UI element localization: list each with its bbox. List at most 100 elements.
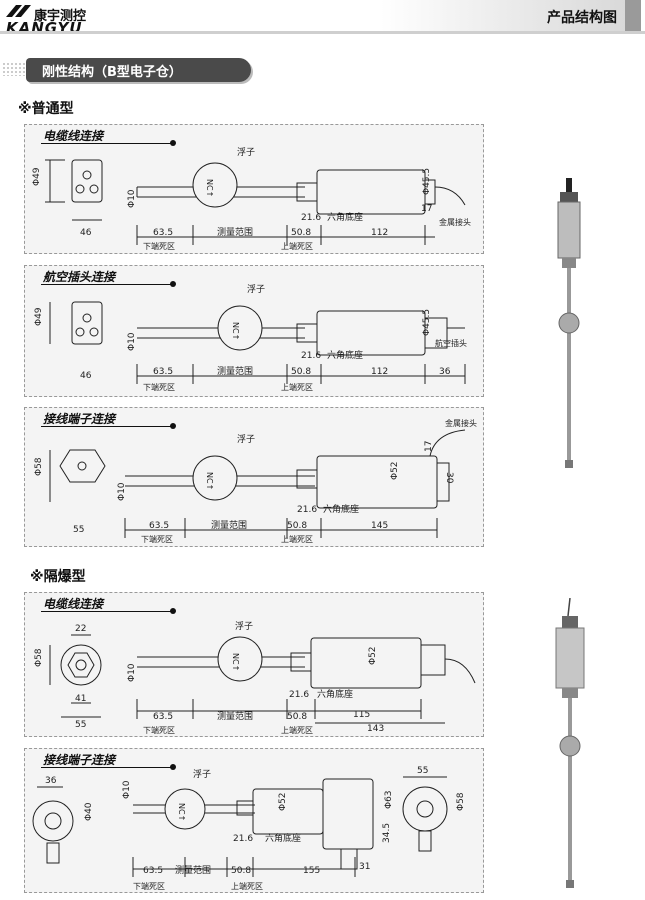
section-title: 刚性结构（B型电子仓） — [42, 65, 182, 80]
svg-text:浮子: 浮子 — [237, 146, 255, 158]
title-dot — [170, 764, 176, 770]
svg-text:55: 55 — [73, 525, 84, 535]
svg-text:41: 41 — [75, 694, 86, 704]
svg-text:21.6: 21.6 — [289, 690, 309, 700]
svg-text:测量范围: 测量范围 — [217, 710, 253, 722]
svg-text:50.8: 50.8 — [287, 521, 307, 531]
svg-text:50.8: 50.8 — [291, 367, 311, 377]
svg-text:Φ10: Φ10 — [122, 780, 132, 799]
panel-title: 航空插头连接 — [43, 270, 116, 284]
drawing-terminal-explosion: 36 Φ40 Φ10 浮子 NC↑ 63.5 测量范围 50.8 155 21.… — [32, 766, 466, 891]
svg-text:55: 55 — [75, 720, 86, 730]
svg-text:22: 22 — [75, 624, 86, 634]
svg-text:55: 55 — [417, 766, 428, 776]
svg-text:浮子: 浮子 — [237, 433, 255, 445]
header-end-block — [625, 0, 641, 31]
svg-text:浮子: 浮子 — [235, 620, 253, 632]
title-underline — [41, 143, 171, 144]
drawing-aviation-plug: Φ49 46 Φ10 浮子 NC↑ 63.5 测量范围 50.8 112 36 … — [34, 283, 467, 392]
svg-text:31: 31 — [359, 862, 370, 872]
svg-text:63.5: 63.5 — [153, 367, 173, 377]
svg-text:Φ10: Φ10 — [117, 482, 127, 501]
panel-cable-normal: 电缆线连接 Φ49 46 Φ10 浮子 NC↑ 63.5 测量范围 50.8 1… — [24, 124, 484, 254]
title-underline — [41, 284, 171, 285]
svg-text:46: 46 — [80, 371, 92, 381]
svg-text:63.5: 63.5 — [153, 228, 173, 238]
svg-text:21.6: 21.6 — [301, 351, 321, 361]
product-photo-explosion-proof — [555, 598, 585, 888]
svg-text:30: 30 — [444, 472, 454, 484]
svg-text:50.8: 50.8 — [287, 712, 307, 722]
svg-text:Φ52: Φ52 — [368, 646, 378, 665]
svg-text:上端死区: 上端死区 — [281, 382, 313, 392]
title-underline — [41, 611, 171, 612]
svg-text:NC↑: NC↑ — [205, 472, 214, 490]
panel-aviation-plug: 航空插头连接 Φ49 46 Φ10 浮子 NC↑ 63.5 测量范围 50.8 … — [24, 265, 484, 397]
svg-text:143: 143 — [367, 724, 384, 734]
svg-text:Φ40: Φ40 — [84, 802, 94, 821]
svg-text:NC↑: NC↑ — [177, 803, 186, 821]
svg-text:36: 36 — [439, 367, 451, 377]
svg-text:Φ10: Φ10 — [127, 663, 137, 682]
svg-text:下端死区: 下端死区 — [133, 881, 165, 891]
panel-title: 电缆线连接 — [43, 597, 104, 611]
svg-text:上端死区: 上端死区 — [231, 881, 263, 891]
title-dot — [170, 281, 176, 287]
svg-text:上端死区: 上端死区 — [281, 241, 313, 251]
brand-name-cn: 康宇测控 — [34, 9, 87, 24]
svg-text:50.8: 50.8 — [291, 228, 311, 238]
svg-text:Φ52: Φ52 — [390, 461, 400, 480]
title-dot — [170, 608, 176, 614]
svg-text:21.6: 21.6 — [233, 834, 253, 844]
svg-text:NC↑: NC↑ — [205, 179, 214, 197]
svg-text:下端死区: 下端死区 — [143, 725, 175, 735]
svg-text:NC↑: NC↑ — [231, 322, 240, 340]
header-gradient — [380, 0, 625, 31]
svg-text:六角底座: 六角底座 — [317, 688, 353, 700]
title-dot — [170, 140, 176, 146]
svg-text:63.5: 63.5 — [149, 521, 169, 531]
svg-text:Φ45.5: Φ45.5 — [422, 168, 432, 195]
svg-text:Φ10: Φ10 — [127, 189, 137, 208]
panel-terminal-normal: 接线端子连接 Φ58 55 Φ10 浮子 NC↑ 63.5 测量范围 50.8 … — [24, 407, 484, 547]
svg-text:155: 155 — [303, 866, 320, 876]
svg-text:112: 112 — [371, 228, 388, 238]
drawing-terminal-normal: Φ58 55 Φ10 浮子 NC↑ 63.5 测量范围 50.8 145 21.… — [34, 418, 477, 544]
svg-text:上端死区: 上端死区 — [281, 725, 313, 735]
svg-text:Φ58: Φ58 — [34, 457, 44, 476]
svg-text:下端死区: 下端死区 — [141, 534, 173, 544]
panel-terminal-explosion: 接线端子连接 36 Φ40 Φ10 浮子 NC↑ 63.5 测量范围 50 — [24, 748, 484, 893]
brand-logo: 康宇测控 KANGYU — [4, 3, 124, 37]
svg-text:Φ63: Φ63 — [384, 790, 394, 809]
product-photo-normal — [557, 178, 581, 468]
svg-text:21.6: 21.6 — [297, 505, 317, 515]
header-rule — [0, 31, 645, 34]
svg-text:六角底座: 六角底座 — [327, 349, 363, 361]
svg-text:下端死区: 下端死区 — [143, 382, 175, 392]
svg-text:21.6: 21.6 — [301, 213, 321, 223]
svg-text:17: 17 — [424, 441, 434, 452]
svg-text:112: 112 — [371, 367, 388, 377]
svg-text:六角底座: 六角底座 — [323, 503, 359, 515]
svg-text:115: 115 — [353, 710, 370, 720]
svg-text:上端死区: 上端死区 — [281, 534, 313, 544]
svg-text:Φ58: Φ58 — [456, 792, 466, 811]
svg-text:测量范围: 测量范围 — [175, 864, 211, 876]
svg-text:航空插头: 航空插头 — [435, 338, 467, 348]
title-dot — [170, 423, 176, 429]
type-title-normal: ※普通型 — [18, 101, 74, 117]
svg-text:Φ10: Φ10 — [127, 332, 137, 351]
svg-text:63.5: 63.5 — [143, 866, 163, 876]
brand-name-en: KANGYU — [6, 19, 83, 37]
svg-text:145: 145 — [371, 521, 388, 531]
svg-text:测量范围: 测量范围 — [217, 365, 253, 377]
svg-text:金属接头: 金属接头 — [439, 217, 471, 227]
svg-text:36: 36 — [45, 776, 57, 786]
drawing-cable-normal: Φ49 46 Φ10 浮子 NC↑ 63.5 测量范围 50.8 112 21.… — [32, 146, 471, 251]
panel-title: 电缆线连接 — [43, 129, 104, 143]
svg-text:六角底座: 六角底座 — [265, 832, 301, 844]
svg-text:Φ52: Φ52 — [278, 792, 288, 811]
svg-text:NC↑: NC↑ — [231, 653, 240, 671]
svg-text:46: 46 — [80, 228, 92, 238]
svg-text:浮子: 浮子 — [247, 283, 265, 295]
